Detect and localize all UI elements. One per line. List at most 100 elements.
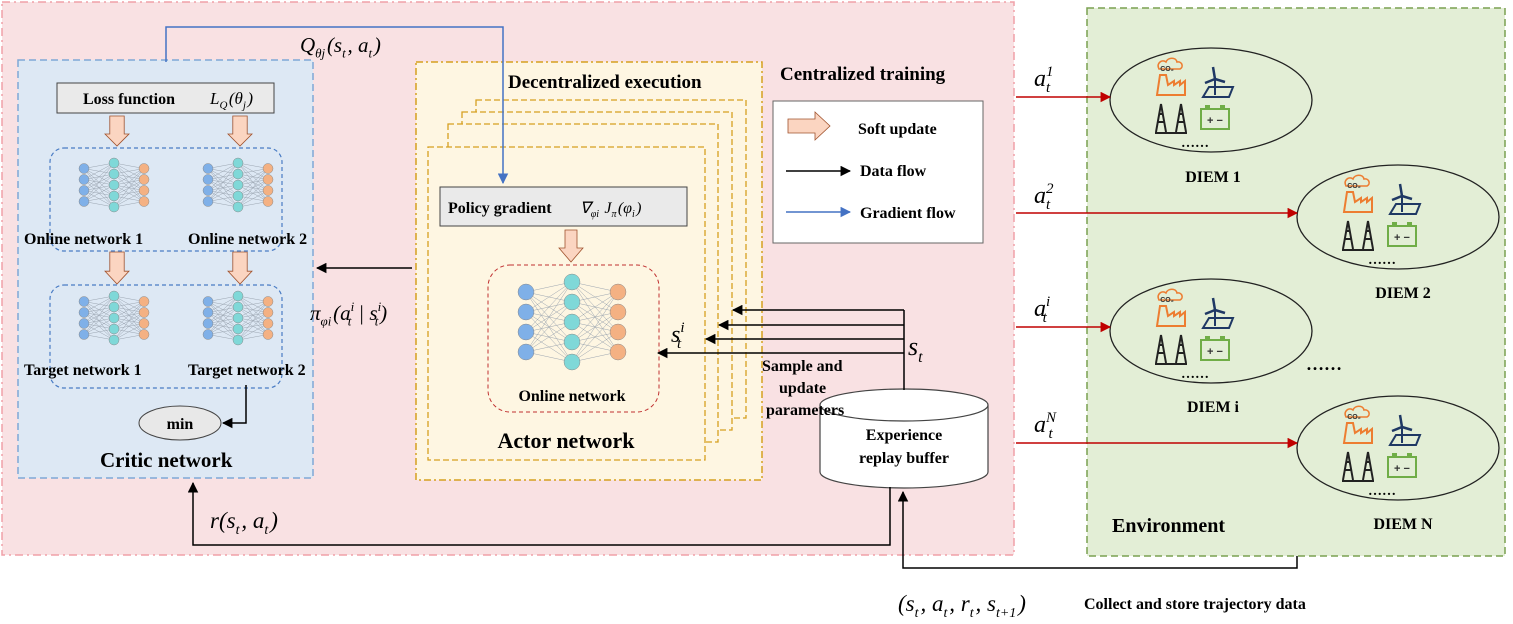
- network-node: [563, 313, 581, 331]
- soft-update-arrow-target-2: [227, 251, 253, 285]
- oil-derrick-icon: [1342, 220, 1374, 251]
- legend-soft-update-symbol: [787, 111, 831, 141]
- network-node: [262, 329, 274, 340]
- network-node: [78, 329, 90, 340]
- diem-ellipsis: ……: [1368, 484, 1396, 499]
- network-node: [78, 163, 90, 174]
- network-node: [108, 179, 120, 191]
- trajectory-caption: Collect and store trajectory data: [1084, 596, 1306, 613]
- oil-derrick-icon: [1155, 334, 1187, 365]
- diem-ellipsis: ……: [1181, 136, 1209, 151]
- diem-node: CO₂+ −……: [1296, 164, 1500, 270]
- network-node: [563, 353, 581, 371]
- network-node: [202, 196, 214, 207]
- diem-node: CO₂+ −……: [1109, 278, 1313, 384]
- diem-node: CO₂ + − ……: [1109, 47, 1313, 153]
- sample-update-label-1: Sample and: [762, 358, 843, 375]
- sample-update-label-3: parameters: [766, 402, 844, 419]
- diem-1-label: DIEM 1: [1185, 169, 1241, 186]
- centralized-training-title: Centralized training: [780, 64, 946, 85]
- co2-label: CO₂: [1347, 183, 1361, 190]
- actor-network-title: Actor network: [497, 428, 635, 453]
- min-label: min: [167, 416, 194, 433]
- decentralized-execution-title: Decentralized execution: [508, 72, 702, 93]
- target-network-1-label: Target network 1: [24, 362, 142, 379]
- diem-n-label: DIEM N: [1373, 516, 1433, 533]
- network-node: [138, 174, 150, 185]
- network-node: [517, 343, 535, 361]
- network-node: [138, 185, 150, 196]
- network-node: [517, 323, 535, 341]
- target-to-min-arrow: [221, 385, 247, 429]
- online-network-2-label: Online network 2: [188, 231, 307, 248]
- network-node: [262, 296, 274, 307]
- diem-ellipsis: ……: [1368, 253, 1396, 268]
- network-node: [78, 185, 90, 196]
- co2-label: CO₂: [1160, 297, 1174, 304]
- network-node: [232, 312, 244, 324]
- environment-title: Environment: [1112, 515, 1225, 537]
- min-node: [138, 405, 222, 441]
- policy-to-online-arrow: [558, 229, 584, 263]
- factory-co2-icon: CO₂: [1342, 405, 1373, 444]
- soft-update-arrow-loss-2: [227, 115, 253, 147]
- battery-symbol: + −: [1394, 463, 1410, 475]
- trajectory-label: (st , at , rt , st+1 ): [898, 591, 1026, 621]
- battery-icon: + −: [1200, 105, 1230, 130]
- replay-buffer-top: [819, 388, 989, 422]
- network-node: [202, 318, 214, 329]
- network-node: [202, 163, 214, 174]
- network-node: [262, 185, 274, 196]
- network-node: [262, 307, 274, 318]
- network-node: [108, 168, 120, 180]
- network-node: [262, 196, 274, 207]
- network-node: [78, 296, 90, 307]
- co2-label: CO₂: [1347, 414, 1361, 421]
- loss-function-box: [56, 82, 275, 114]
- network-node: [138, 318, 150, 329]
- wind-solar-icon: [1201, 297, 1235, 329]
- policy-gradient-math: ∇φi Jπ (φi ): [580, 200, 641, 220]
- loss-function-math: LQ (θj ): [209, 89, 253, 111]
- network-node: [262, 174, 274, 185]
- network-node: [138, 163, 150, 174]
- online-networks-group: [49, 147, 283, 252]
- network-node: [108, 312, 120, 324]
- network-node: [232, 201, 244, 213]
- network-node: [202, 329, 214, 340]
- network-node: [609, 303, 627, 321]
- network-node: [517, 283, 535, 301]
- network-node: [262, 163, 274, 174]
- factory-co2-icon: CO₂: [1155, 57, 1186, 96]
- sample-update-label-2: update: [779, 380, 826, 397]
- reward-arrow: [187, 481, 891, 546]
- network-node: [138, 196, 150, 207]
- network-node: [202, 174, 214, 185]
- network-node: [563, 273, 581, 291]
- network-node: [232, 179, 244, 191]
- network-node: [78, 318, 90, 329]
- oil-derrick-icon: [1342, 451, 1374, 482]
- policy-gradient-label: Policy gradient: [448, 200, 552, 217]
- battery-symbol: + −: [1207, 346, 1223, 358]
- battery-icon: + −: [1387, 453, 1417, 478]
- actor-online-network-group: [487, 264, 660, 413]
- network-node: [108, 301, 120, 313]
- critic-network-title: Critic network: [100, 448, 233, 472]
- target-network-1-graphic: [78, 290, 150, 346]
- soft-update-arrow-target-1: [104, 251, 130, 285]
- legend-gradient-flow-label: Gradient flow: [860, 205, 956, 222]
- network-node: [609, 323, 627, 341]
- factory-co2-icon: CO₂: [1155, 288, 1186, 327]
- battery-symbol: + −: [1207, 115, 1223, 127]
- network-node: [517, 303, 535, 321]
- network-node: [563, 333, 581, 351]
- network-node: [232, 301, 244, 313]
- network-node: [78, 174, 90, 185]
